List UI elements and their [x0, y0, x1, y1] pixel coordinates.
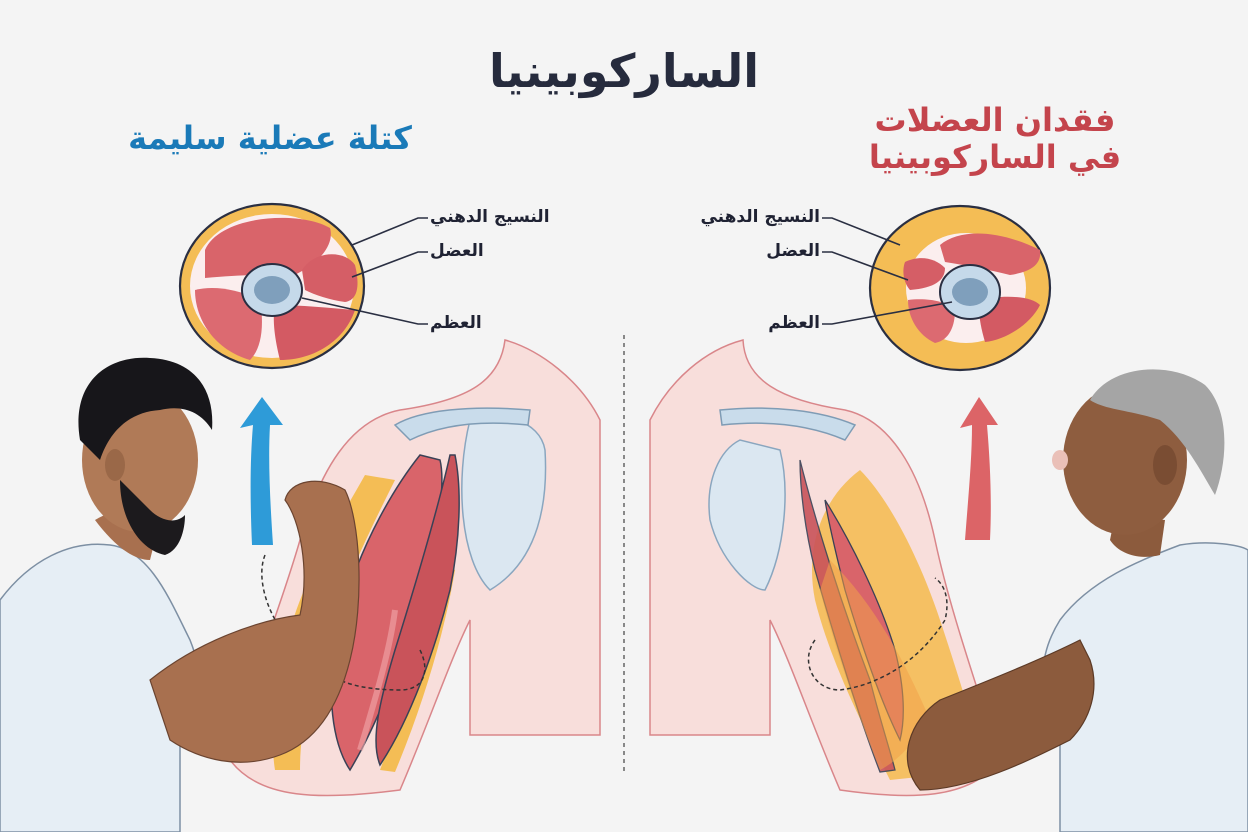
sarcopenia-label-bone: العظم — [768, 313, 820, 333]
page-title: الساركوبينيا — [488, 44, 760, 98]
healthy-up-arrow — [240, 397, 283, 545]
young-man-figure — [0, 357, 360, 832]
sarcopenia-heading: فقدان العضلات في الساركوبينيا — [860, 102, 1130, 176]
healthy-arm-anatomy — [229, 339, 601, 797]
sarcopenia-cross-section — [868, 204, 1052, 372]
healthy-leader-lines — [301, 217, 428, 325]
healthy-cross-section — [178, 202, 366, 370]
sarcopenia-heading-line2: في الساركوبينيا — [868, 137, 1122, 176]
sarcopenia-heading-line1: فقدان العضلات — [874, 101, 1116, 139]
sarcopenia-label-muscle: العضل — [766, 241, 820, 261]
sarcopenia-label-fat: النسيج الدهني — [700, 207, 820, 227]
healthy-label-fat: النسيج الدهني — [430, 207, 550, 227]
healthy-heading: كتلة عضلية سليمة — [128, 119, 412, 157]
healthy-label-muscle: العضل — [430, 241, 484, 261]
healthy-label-bone: العظم — [430, 313, 482, 333]
sarcopenia-leader-lines — [822, 217, 953, 325]
older-man-figure — [906, 369, 1248, 832]
sarcopenia-up-arrow — [960, 397, 998, 540]
